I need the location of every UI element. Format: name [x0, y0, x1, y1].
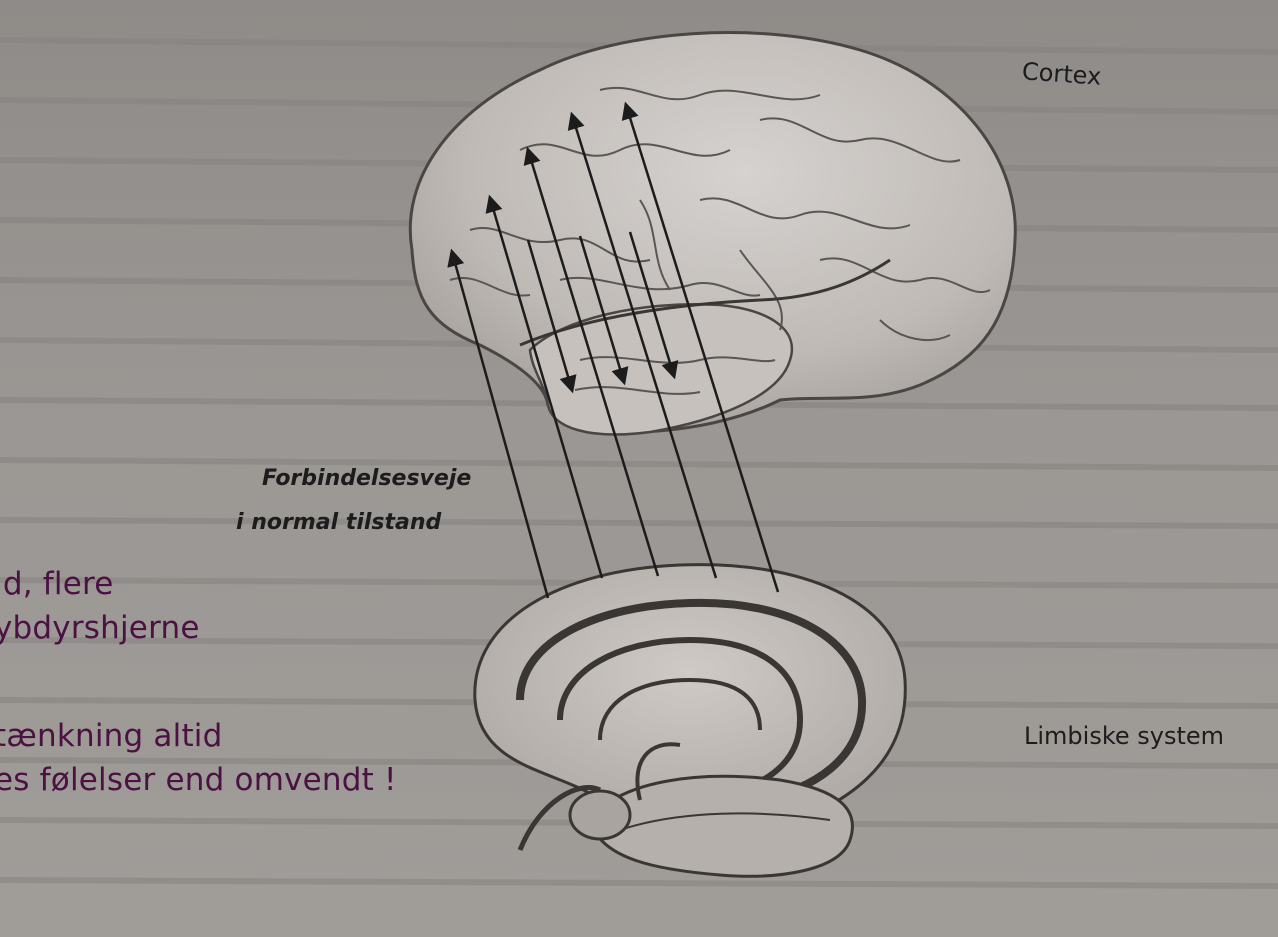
limbic-system-shape: [475, 565, 905, 877]
overlay-text-line-4: es følelser end omvendt !: [0, 762, 397, 798]
limbic-system-label: Limbiske system: [1024, 722, 1224, 750]
overlay-text-line-2: ybdyrshjerne: [0, 610, 200, 646]
figure-caption-line-1: Forbindelsesveje: [262, 466, 471, 491]
overlay-text-line-1: ld, flere: [0, 566, 114, 602]
cortex-label: Cortex: [1021, 57, 1102, 90]
overlay-text-line-3: tænkning altid: [0, 718, 223, 754]
figure-caption-line-2: i normal tilstand: [236, 510, 441, 535]
